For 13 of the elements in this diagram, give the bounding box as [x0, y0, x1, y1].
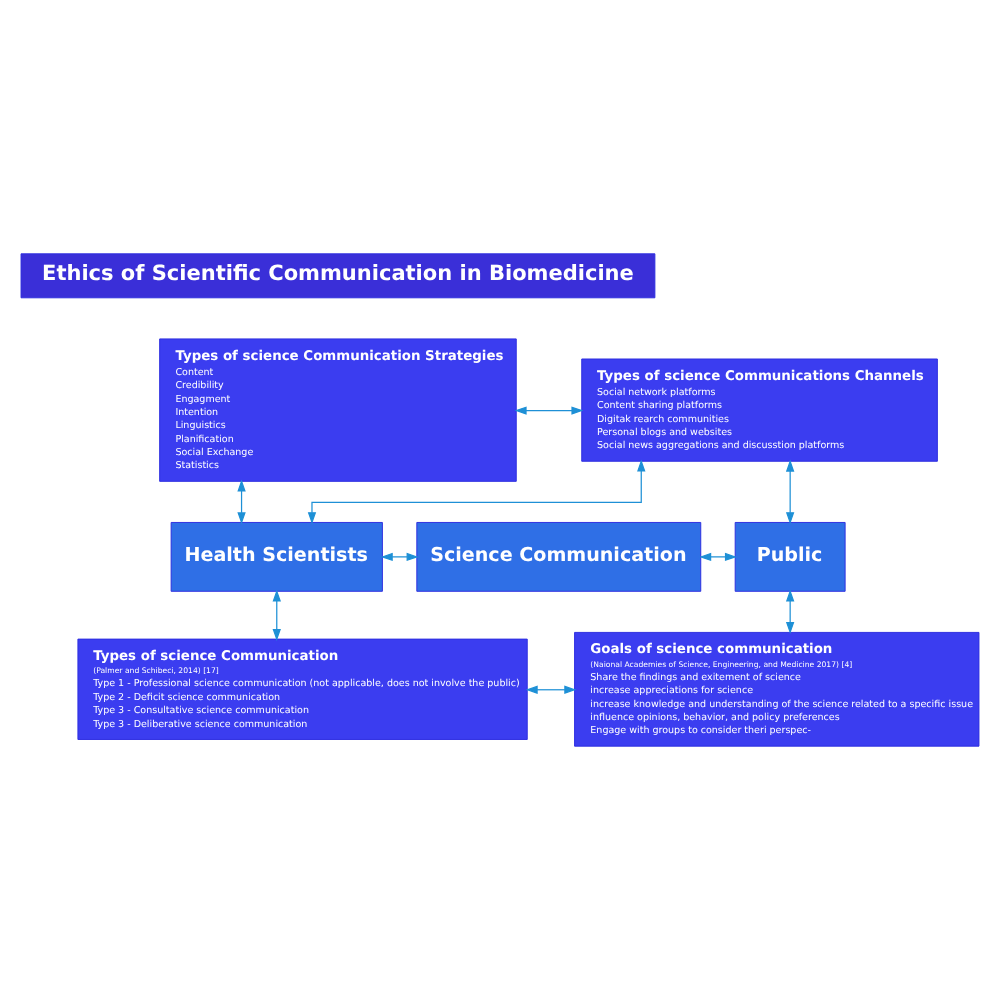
node-box: Science Communication — [416, 522, 702, 592]
arrow — [307, 459, 646, 525]
arrow — [237, 479, 246, 525]
arrow — [514, 406, 584, 415]
node-box: Health Scientists — [170, 522, 383, 592]
arrow — [380, 552, 419, 562]
arrow — [785, 459, 795, 525]
diagram-title: Ethics of Scientific Communication in Biomedicine — [42, 262, 634, 287]
arrow — [272, 589, 281, 641]
arrow — [525, 685, 577, 694]
node-box: Public — [734, 522, 846, 592]
arrow — [699, 552, 737, 562]
arrow — [785, 589, 795, 635]
